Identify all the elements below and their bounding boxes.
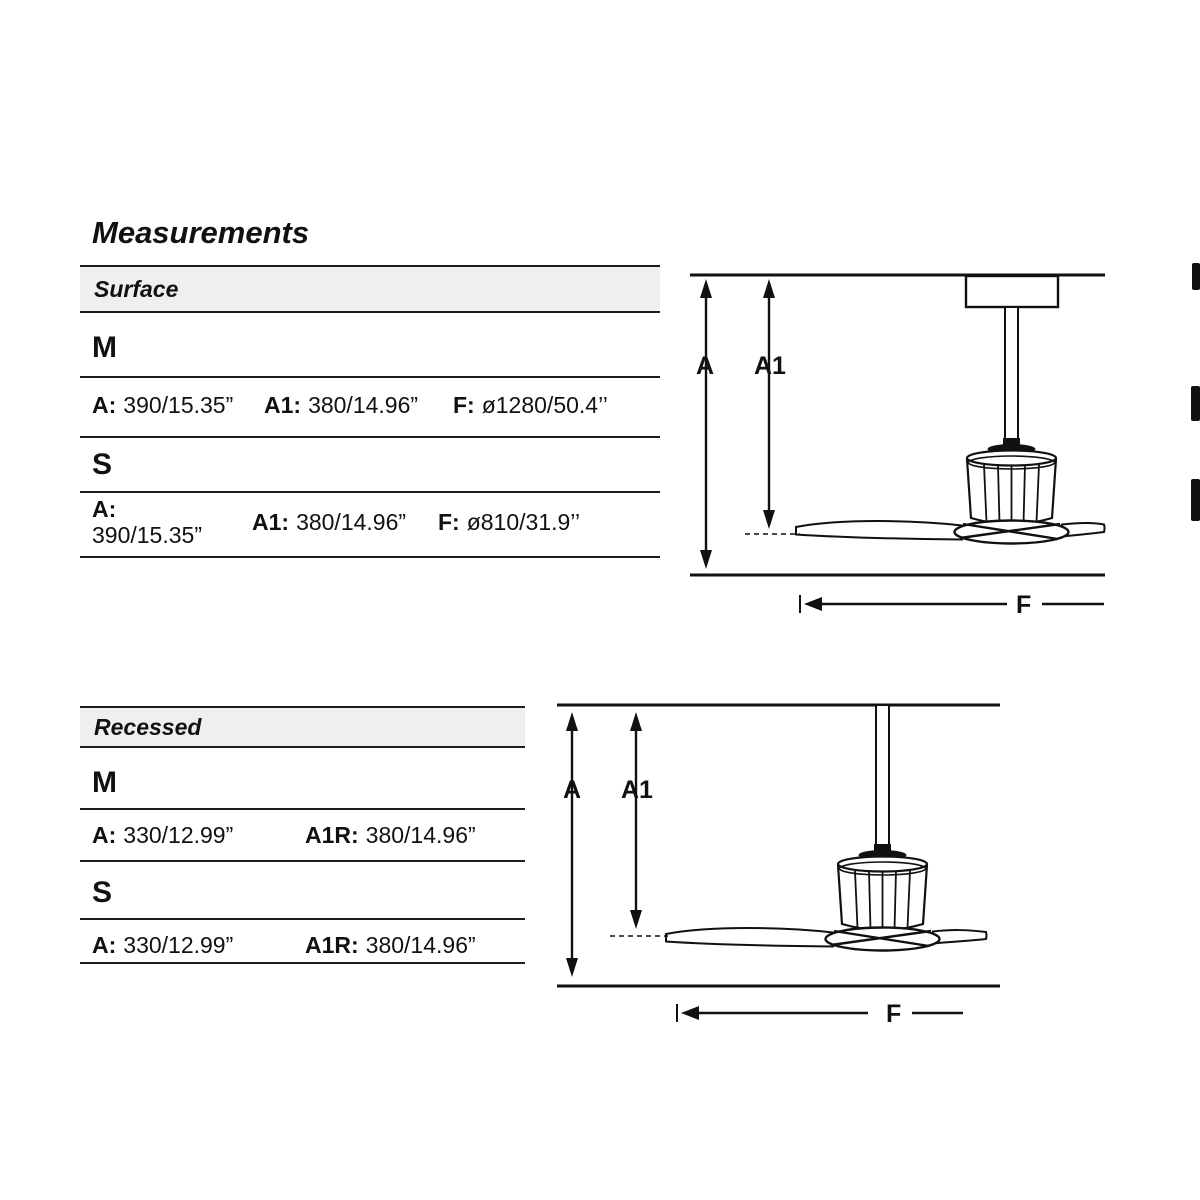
spec-label: A:	[92, 496, 117, 522]
recessed-s-spec-a: A:330/12.99”	[92, 932, 233, 958]
recessed-m-spec-a1r: A1R:380/14.96”	[305, 822, 476, 848]
dimension-label-a1: A1	[621, 776, 653, 804]
dimension-arrow-a	[566, 712, 578, 977]
spec-label: F:	[438, 509, 460, 535]
table-rule	[80, 376, 660, 378]
table-rule	[80, 860, 525, 862]
spec-value: 330/12.99”	[123, 932, 234, 958]
surface-s-spec-a-label: A:	[92, 496, 123, 522]
spec-value: ø1280/50.4’’	[481, 392, 608, 418]
table-rule	[80, 706, 525, 708]
cropped-edge-fragment	[1191, 386, 1200, 421]
dimension-label-a: A	[696, 352, 714, 380]
recessed-size-s: S	[92, 876, 113, 909]
table-rule	[80, 556, 660, 558]
spec-label: A1R:	[305, 822, 359, 848]
rod-coupler	[1003, 438, 1020, 446]
spec-value: 390/15.35”	[92, 522, 202, 548]
page-title: Measurements	[92, 215, 310, 250]
fan-blade-left	[665, 927, 836, 948]
cropped-edge-fragment	[1191, 479, 1200, 521]
dimension-label-a: A	[563, 776, 581, 804]
recessed-section-header: Recessed	[94, 713, 202, 740]
table-rule	[80, 962, 525, 964]
spec-value: 380/14.96”	[365, 822, 476, 848]
surface-m-spec-a1: A1:380/14.96”	[264, 392, 418, 418]
dimension-label-a1: A1	[754, 352, 786, 380]
spec-value: 380/14.96”	[365, 932, 476, 958]
spec-label: A:	[92, 392, 117, 418]
surface-m-spec-a: A:390/15.35”	[92, 392, 233, 418]
surface-size-m: M	[92, 331, 117, 364]
spec-value: ø810/31.9’’	[466, 509, 581, 535]
table-rule	[80, 491, 660, 493]
table-rule	[80, 746, 525, 748]
dimension-arrow-f	[799, 595, 1104, 613]
rod-coupler	[874, 844, 891, 852]
spec-label: A:	[92, 822, 117, 848]
recessed-s-spec-a1r: A1R:380/14.96”	[305, 932, 476, 958]
table-rule	[80, 436, 660, 438]
dimension-arrow-a1	[630, 712, 642, 929]
spec-value: 390/15.35”	[123, 392, 234, 418]
surface-s-spec-a1: A1:380/14.96”	[252, 509, 406, 535]
spec-label: A1:	[264, 392, 302, 418]
blade-edge-line	[833, 929, 930, 948]
spec-label: F:	[453, 392, 475, 418]
canopy	[964, 274, 1060, 309]
dimension-label-f: F	[1016, 591, 1031, 619]
recessed-m-spec-a: A:330/12.99”	[92, 822, 233, 848]
table-rule	[80, 265, 660, 267]
housing-ribs	[854, 870, 911, 931]
surface-size-s: S	[92, 448, 113, 481]
surface-s-spec-a-value: 390/15.35”	[92, 522, 202, 548]
spec-label: A:	[92, 932, 117, 958]
blade-edge-line	[962, 522, 1059, 541]
spec-value: 380/14.96”	[296, 509, 407, 535]
recessed-section-bar: Recessed	[80, 708, 525, 746]
spec-label: A1:	[252, 509, 290, 535]
cropped-edge-fragment	[1192, 263, 1200, 290]
surface-section-bar: Surface	[80, 267, 660, 311]
table-rule	[80, 311, 660, 313]
spec-value: 380/14.96”	[308, 392, 419, 418]
housing-ribs	[983, 464, 1040, 525]
downrod	[875, 704, 890, 846]
recessed-size-m: M	[92, 766, 117, 799]
spec-label: A1R:	[305, 932, 359, 958]
table-rule	[80, 808, 525, 810]
downrod	[1004, 306, 1019, 444]
table-rule	[80, 918, 525, 920]
dimension-label-f: F	[886, 1000, 901, 1028]
surface-fan-diagram: A A1 F	[690, 273, 1106, 619]
dimension-arrow-f	[676, 1004, 963, 1022]
spec-value: 330/12.99”	[123, 822, 234, 848]
fan-blade-right	[932, 929, 988, 945]
dimension-arrow-a1	[763, 279, 775, 529]
surface-section-header: Surface	[94, 275, 179, 302]
recessed-fan-diagram: A A1 F	[557, 703, 1000, 1028]
fan-blade-left	[795, 520, 965, 541]
surface-s-spec-f: F:ø810/31.9’’	[438, 509, 580, 535]
dimension-arrow-a	[700, 279, 712, 569]
surface-m-spec-f: F:ø1280/50.4’’	[453, 392, 608, 418]
fan-blade-right	[1061, 522, 1106, 538]
